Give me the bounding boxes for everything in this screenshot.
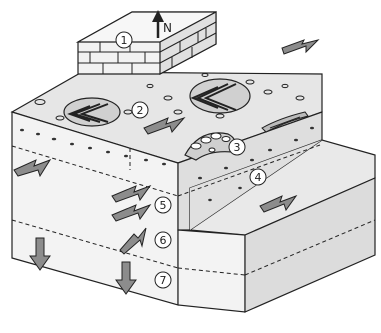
zone-4-label: 4 bbox=[249, 168, 267, 186]
svg-text:6: 6 bbox=[160, 234, 167, 247]
north-arrow-icon bbox=[152, 10, 164, 38]
zone-7-label: 7 bbox=[154, 271, 172, 289]
crevice bbox=[261, 111, 309, 133]
chevron-pit-right bbox=[189, 78, 251, 114]
svg-text:4: 4 bbox=[255, 171, 262, 184]
lower-front-face bbox=[177, 229, 246, 313]
brick-block bbox=[75, 10, 217, 76]
stone-dots bbox=[20, 126, 314, 202]
zone-5-label: 5 bbox=[154, 196, 172, 214]
svg-text:2: 2 bbox=[137, 104, 144, 117]
svg-text:3: 3 bbox=[234, 141, 241, 154]
lower-right-face bbox=[244, 177, 376, 313]
svg-text:1: 1 bbox=[121, 34, 128, 47]
zone-3-label: 3 bbox=[228, 138, 246, 156]
flow-arrow-icon bbox=[29, 237, 51, 271]
flow-arrows bbox=[13, 39, 320, 295]
flow-arrow-icon bbox=[281, 39, 320, 55]
flow-arrow-icon bbox=[13, 159, 52, 178]
flow-arrow-icon bbox=[111, 203, 152, 222]
zone-6-label: 6 bbox=[154, 231, 172, 249]
zone-labels: 1 2 3 4 5 6 7 bbox=[115, 31, 267, 289]
north-label: N bbox=[163, 21, 172, 35]
svg-text:5: 5 bbox=[160, 199, 167, 212]
flow-arrow-icon bbox=[111, 184, 152, 203]
flow-arrow-icon bbox=[115, 261, 137, 295]
zone-2-label: 2 bbox=[131, 101, 149, 119]
flow-arrow-icon bbox=[119, 227, 147, 255]
horizon-lines bbox=[11, 144, 376, 276]
chevron-pit-left bbox=[63, 97, 121, 127]
flow-arrow-icon bbox=[143, 116, 186, 135]
svg-text:7: 7 bbox=[160, 274, 167, 287]
zone-1-label: 1 bbox=[115, 31, 133, 49]
cave-collapse bbox=[184, 132, 236, 161]
flow-arrow-icon bbox=[259, 194, 298, 213]
